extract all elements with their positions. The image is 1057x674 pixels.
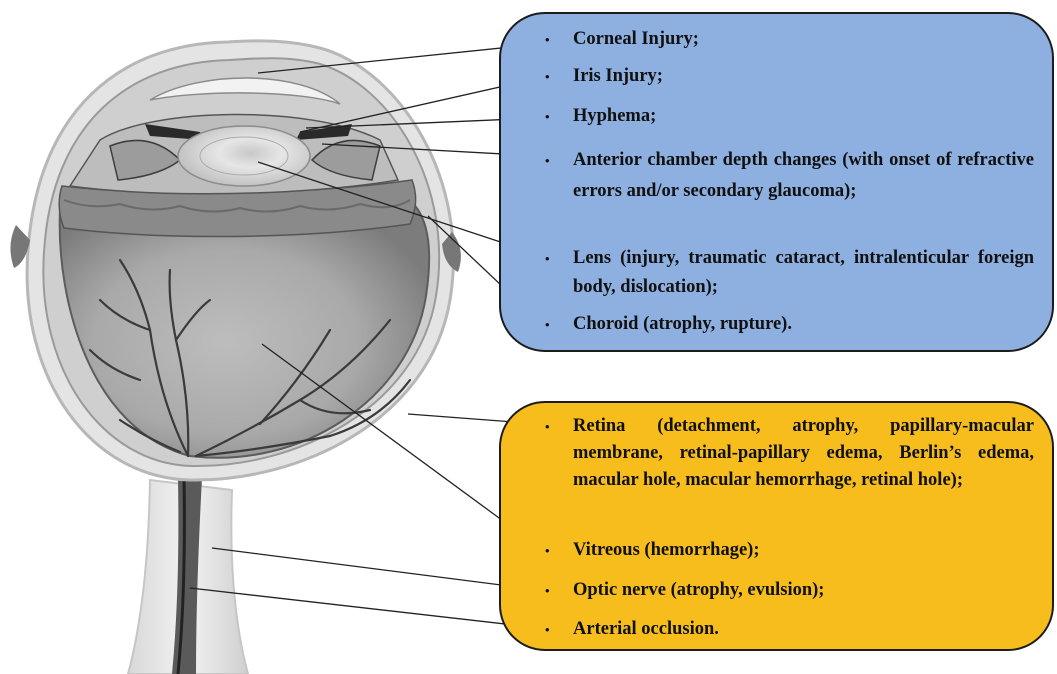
eye-cross-section-illustration <box>0 0 500 674</box>
list-item-lens: Lens (injury, traumatic cataract, intral… <box>545 244 1034 302</box>
list-item-anterior-chamber: Anterior chamber depth changes (with ons… <box>545 145 1034 207</box>
list-item-vitreous: Vitreous (hemorrhage); <box>545 538 1034 563</box>
list-item-retina: Retina (detachment, atrophy, papillary-m… <box>545 413 1034 494</box>
list-item-optic-nerve: Optic nerve (atrophy, evulsion); <box>545 578 1034 603</box>
list-item-hyphema: Hyphema; <box>545 104 1034 129</box>
list-item-corneal-injury: Corneal Injury; <box>545 27 1034 52</box>
list-item-iris-injury: Iris Injury; <box>545 64 1034 89</box>
list-item-arterial-occlusion: Arterial occlusion. <box>545 617 1034 642</box>
posterior-injuries-panel: Retina (detachment, atrophy, papillary-m… <box>499 401 1054 651</box>
lens <box>178 126 310 186</box>
anterior-injuries-panel: Corneal Injury; Iris Injury; Hyphema; An… <box>499 12 1054 352</box>
list-item-choroid: Choroid (atrophy, rupture). <box>545 312 1034 337</box>
